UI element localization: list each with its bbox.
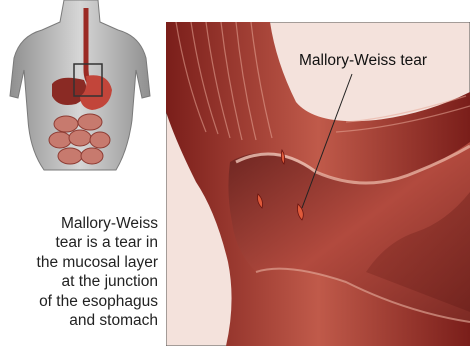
caption-line: of the esophagus <box>8 292 158 311</box>
caption-line: and stomach <box>8 311 158 330</box>
callout-label: Mallory-Weiss tear <box>299 52 427 70</box>
caption-line: tear is a tear in <box>8 233 158 252</box>
caption-line: at the junction <box>8 272 158 291</box>
torso-overview-illustration <box>0 0 160 185</box>
caption: Mallory-Weiss tear is a tear in the muco… <box>8 214 158 330</box>
intestines-small <box>49 114 110 164</box>
caption-line: Mallory-Weiss <box>8 214 158 233</box>
esophagus-stomach-detail-illustration <box>166 22 470 346</box>
caption-line: the mucosal layer <box>8 253 158 272</box>
